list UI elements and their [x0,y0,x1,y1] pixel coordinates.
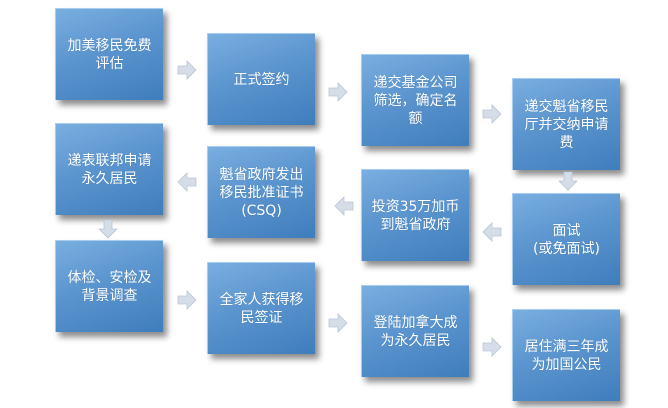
step-label-8: 面试 (或免面试) [533,222,600,257]
arrow-left-icon [333,195,355,217]
step-label-10: 全家人获得移 民签证 [219,291,304,326]
step-box-6: 魁省政府发出 移民批准证书 (CSQ) [207,146,315,238]
arrow-right-icon [327,81,349,103]
step-label-1: 加美移民免费 评估 [67,37,152,72]
step-box-10: 全家人获得移 民签证 [207,262,315,354]
step-box-3: 递交基金公司 筛选，确定名 额 [361,54,469,146]
step-label-6: 魁省政府发出 移民批准证书 (CSQ) [219,166,304,219]
step-box-4: 递交魁省移民 厅并交纳申请 费 [512,78,620,170]
step-label-9: 体检、安检及 背景调查 [67,269,152,304]
arrow-down-icon [97,218,119,240]
step-box-5: 递表联邦申请 永久居民 [55,123,163,215]
step-box-8: 面试 (或免面试) [512,193,620,285]
step-label-4: 递交魁省移民 厅并交纳申请 费 [524,98,609,151]
arrow-right-icon [176,289,198,311]
step-label-5: 递表联邦申请 永久居民 [67,152,152,187]
step-box-9: 体检、安检及 背景调查 [55,240,163,332]
step-label-2: 正式签约 [233,71,290,88]
arrow-right-icon [176,59,198,81]
arrow-left-icon [481,221,503,243]
step-box-7: 投资35万加币 到魁省政府 [361,169,469,261]
step-label-11: 登陆加拿大成 为永久居民 [373,314,458,349]
step-label-7: 投资35万加币 到魁省政府 [371,198,460,233]
arrow-right-icon [327,312,349,334]
arrow-right-icon [481,336,503,358]
step-box-11: 登陆加拿大成 为永久居民 [361,285,469,377]
arrow-down-icon [557,170,579,192]
step-box-12: 居住满三年成 为加国公民 [512,309,620,401]
arrow-left-icon [176,171,198,193]
step-box-1: 加美移民免费 评估 [55,8,163,100]
arrow-right-icon [481,103,503,125]
step-box-2: 正式签约 [207,33,315,125]
step-label-3: 递交基金公司 筛选，确定名 额 [373,74,458,127]
step-label-12: 居住满三年成 为加国公民 [524,338,609,373]
